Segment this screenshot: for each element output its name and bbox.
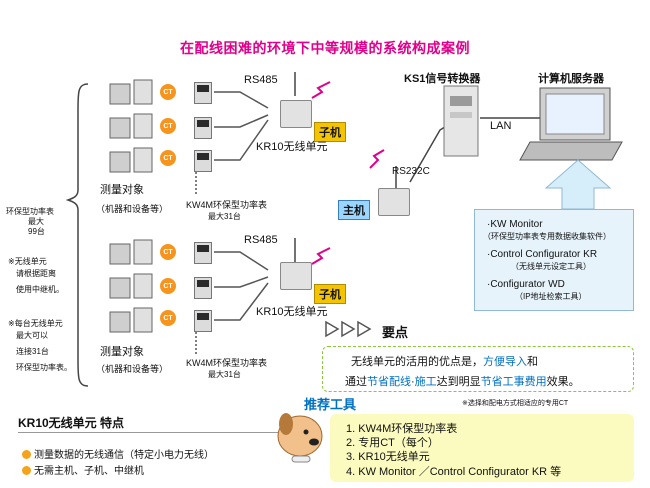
ct-sensor: CT: [160, 244, 176, 260]
left-max-label: 环保型功率表: [6, 207, 54, 216]
left-max-line2: 99台: [28, 227, 45, 236]
points-text: 通过: [345, 376, 367, 388]
note2-line3: 环保型功率表。: [16, 363, 72, 372]
feature-text: 测量数据的无线通信（特定小电力无线）: [34, 450, 214, 461]
slave-tag: 子机: [314, 284, 346, 304]
laptop-icon: [519, 87, 623, 161]
tools-box: 1. KW4M环保型功率表 2. 专用CT（每个） 3. KR10无线单元 4.…: [330, 414, 634, 482]
software-item-kw-monitor: ·KW Monitor: [487, 219, 543, 230]
points-text: 效果。: [546, 376, 580, 388]
software-item-configurator-kr-sub: （无线单元设定工具）: [511, 262, 591, 271]
tool-item: 4. KW Monitor ／Control Configurator KR 等: [346, 466, 562, 478]
tool-item: 3. KR10无线单元: [346, 451, 430, 463]
note1-title: ※无线单元: [8, 257, 47, 266]
triangle-arrows-icon: [325, 320, 372, 338]
server-label: 计算机服务器: [538, 73, 604, 85]
ct-sensor: CT: [160, 150, 176, 166]
power-meter-icon: [194, 117, 212, 139]
machine-icon: [108, 146, 156, 176]
kr10-label: KR10无线单元: [256, 141, 328, 153]
brace: [65, 83, 89, 387]
points-highlight: 节省工事费用: [480, 376, 547, 388]
meter-label: KW4M环保型功率表: [186, 358, 268, 368]
meter-max: 最大31台: [208, 370, 241, 379]
ks1-label: KS1信号转换器: [404, 73, 481, 85]
points-box: 无线单元的活用的优点是，方便导入和 通过节省配线·施工达到明显节省工事费用效果。: [322, 346, 634, 392]
points-text: 和: [527, 356, 538, 368]
software-item-configurator-wd: ·Configurator WD: [487, 279, 565, 290]
ct-sensor: CT: [160, 278, 176, 294]
tools-note: ※选择和配电方式相适应的专用CT: [462, 400, 569, 407]
bullet-icon: [22, 450, 31, 459]
machine-icon: [108, 306, 156, 336]
kr10-label: KR10无线单元: [256, 306, 328, 318]
feature-item: 无需主机、子机、中继机: [22, 462, 144, 477]
points-text: 达到明显: [436, 376, 481, 388]
meter-label: KW4M环保型功率表: [186, 200, 268, 210]
software-item-configurator-wd-sub: （IP地址检索工具）: [515, 292, 587, 301]
meter-max: 最大31台: [208, 212, 241, 221]
rs232c-label: RS232C: [392, 166, 430, 177]
kr10-unit-icon: [280, 100, 312, 128]
tools-heading: 推荐工具: [304, 397, 357, 412]
machine-icon: [108, 112, 156, 142]
points-highlight: 方便导入: [483, 356, 527, 368]
ct-sensor: CT: [160, 118, 176, 134]
points-heading: 要点: [382, 325, 409, 340]
ks1-converter-icon: [443, 85, 479, 157]
ct-sensor: CT: [160, 310, 176, 326]
slave-tag: 子机: [314, 122, 346, 142]
points-highlight: 施工: [414, 376, 437, 388]
points-text: 无线单元的活用的优点是，: [351, 356, 483, 368]
power-meter-icon: [194, 82, 212, 104]
power-meter-icon: [194, 310, 212, 332]
features-title: KR10无线单元 特点: [18, 416, 125, 430]
power-meter-icon: [194, 277, 212, 299]
power-meter-icon: [194, 150, 212, 172]
machine-icon: [108, 78, 156, 108]
master-tag: 主机: [338, 200, 370, 220]
dog-mascot-icon: [277, 413, 323, 463]
bullet-icon: [22, 466, 31, 475]
points-text: ·: [411, 376, 415, 388]
feature-item: 测量数据的无线通信（特定小电力无线）: [22, 446, 214, 461]
tool-item: 1. KW4M环保型功率表: [346, 423, 458, 435]
points-highlight: 节省配线: [367, 376, 411, 388]
ct-sensor: CT: [160, 84, 176, 100]
machine-icon: [108, 238, 156, 268]
left-max-line1: 最大: [28, 217, 44, 226]
power-meter-icon: [194, 242, 212, 264]
lan-label: LAN: [490, 120, 512, 132]
note1-line2: 使用中继机。: [16, 285, 64, 294]
measure-target-sub: （机器和设备等）: [96, 364, 169, 374]
note1-line1: 请根据距离: [16, 269, 56, 278]
software-item-configurator-kr: ·Control Configurator KR: [487, 249, 598, 260]
kr10-unit-icon: [280, 262, 312, 290]
software-item-kw-monitor-sub: （环保型功率表专用数据收集软件）: [483, 232, 611, 241]
note2-line1: 最大可以: [16, 331, 48, 340]
points-line2: 通过节省配线·施工达到明显节省工事费用效果。: [345, 373, 580, 389]
measure-target-label: 测量对象: [100, 184, 144, 196]
tool-item: 2. 专用CT（每个）: [346, 437, 439, 449]
software-panel: ·KW Monitor （环保型功率表专用数据收集软件） ·Control Co…: [474, 209, 634, 311]
features-divider: [18, 432, 278, 433]
page-title: 在配线困难的环境下中等规模的系统构成案例: [180, 40, 470, 56]
machine-icon: [108, 272, 156, 302]
rs485-label: RS485: [244, 74, 278, 86]
measure-target-label: 测量对象: [100, 346, 144, 358]
rs485-label: RS485: [244, 234, 278, 246]
measure-target-sub: （机器和设备等）: [96, 204, 169, 214]
master-kr10-icon: [378, 188, 410, 216]
note2-title: ※每台无线单元: [8, 319, 63, 328]
arrow-up-icon: [544, 159, 612, 210]
feature-text: 无需主机、子机、中继机: [34, 466, 144, 477]
note2-line2: 连接31台: [16, 347, 49, 356]
points-line1: 无线单元的活用的优点是，方便导入和: [351, 353, 538, 369]
